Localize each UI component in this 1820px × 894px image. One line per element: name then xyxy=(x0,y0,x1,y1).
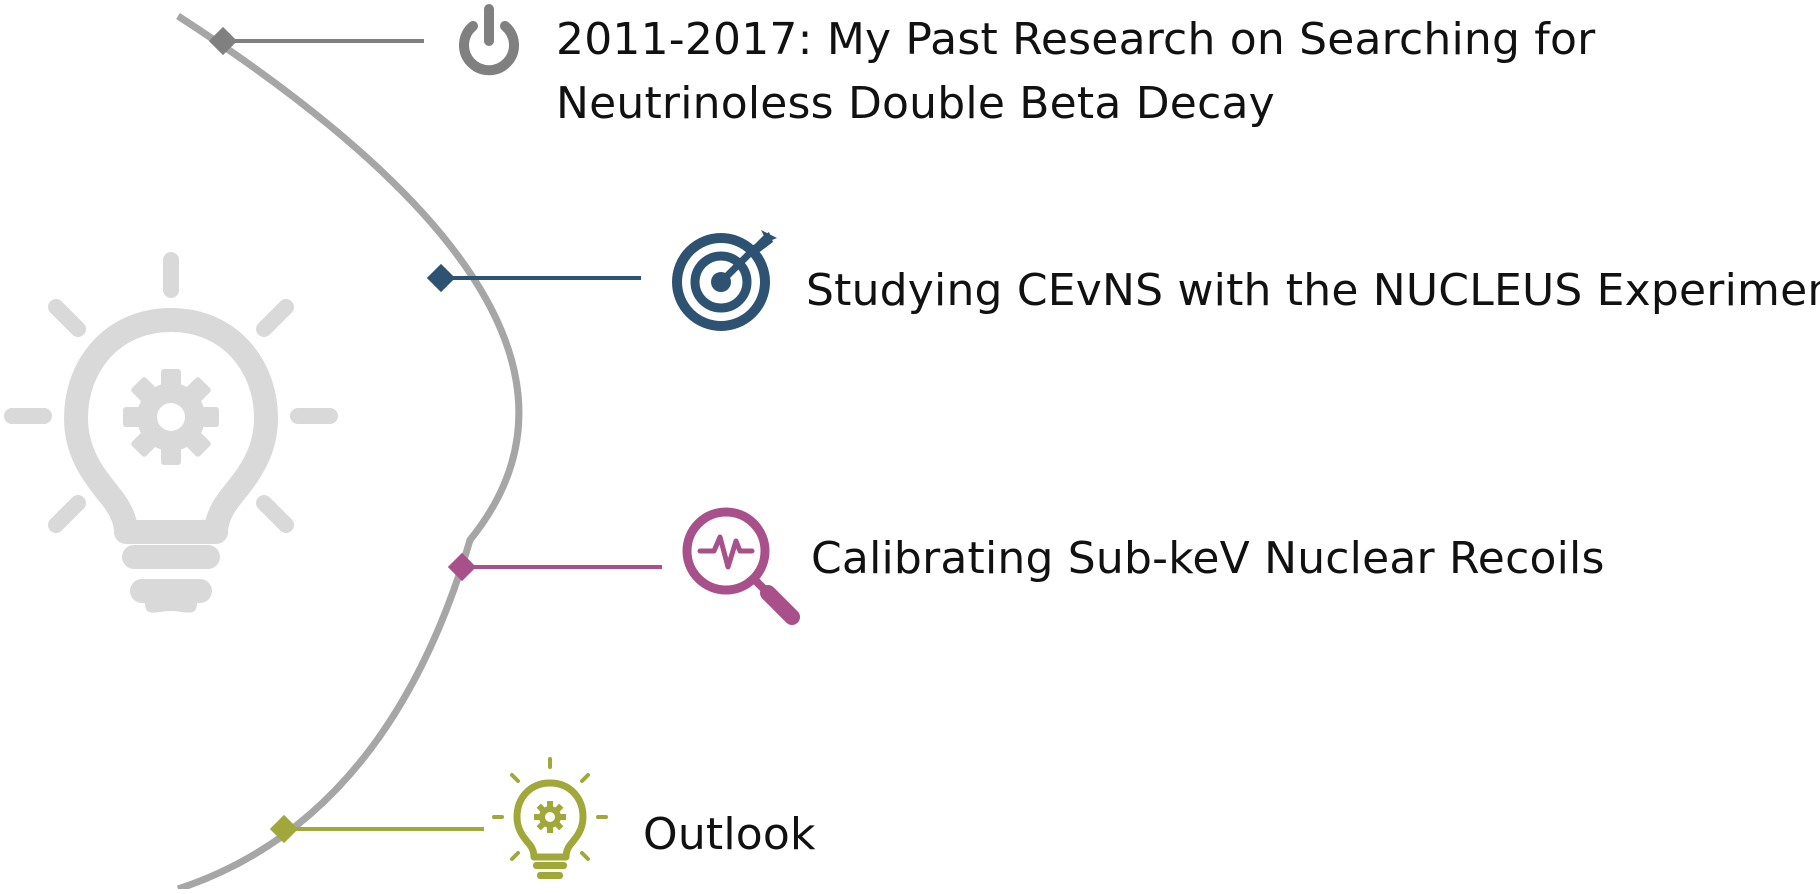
agenda-item-0-title: 2011-2017: My Past Research on Searching… xyxy=(556,8,1595,136)
agenda-item-3-connector xyxy=(269,814,484,844)
agenda-item-2-connector xyxy=(447,552,662,582)
lightbulb-gear-icon xyxy=(492,757,608,879)
agenda-item-1-connector xyxy=(426,263,641,293)
agenda-item-3-title: Outlook xyxy=(643,809,816,860)
agenda-item-0-title-line1: 2011-2017: My Past Research on Searching… xyxy=(556,14,1596,65)
magnifier-pulse-icon xyxy=(682,507,800,625)
agenda-item-2-title: Calibrating Sub-keV Nuclear Recoils xyxy=(811,533,1605,584)
target-icon xyxy=(672,230,777,331)
agenda-item-0-title-line2: Neutrinoless Double Beta Decay xyxy=(556,78,1275,129)
agenda-item-1-title: Studying CEvNS with the NUCLEUS Experime… xyxy=(806,265,1820,316)
agenda-item-0-connector xyxy=(208,26,424,56)
background-lightbulb-icon xyxy=(4,252,338,613)
timeline-arc xyxy=(176,13,523,893)
power-icon xyxy=(459,4,519,76)
